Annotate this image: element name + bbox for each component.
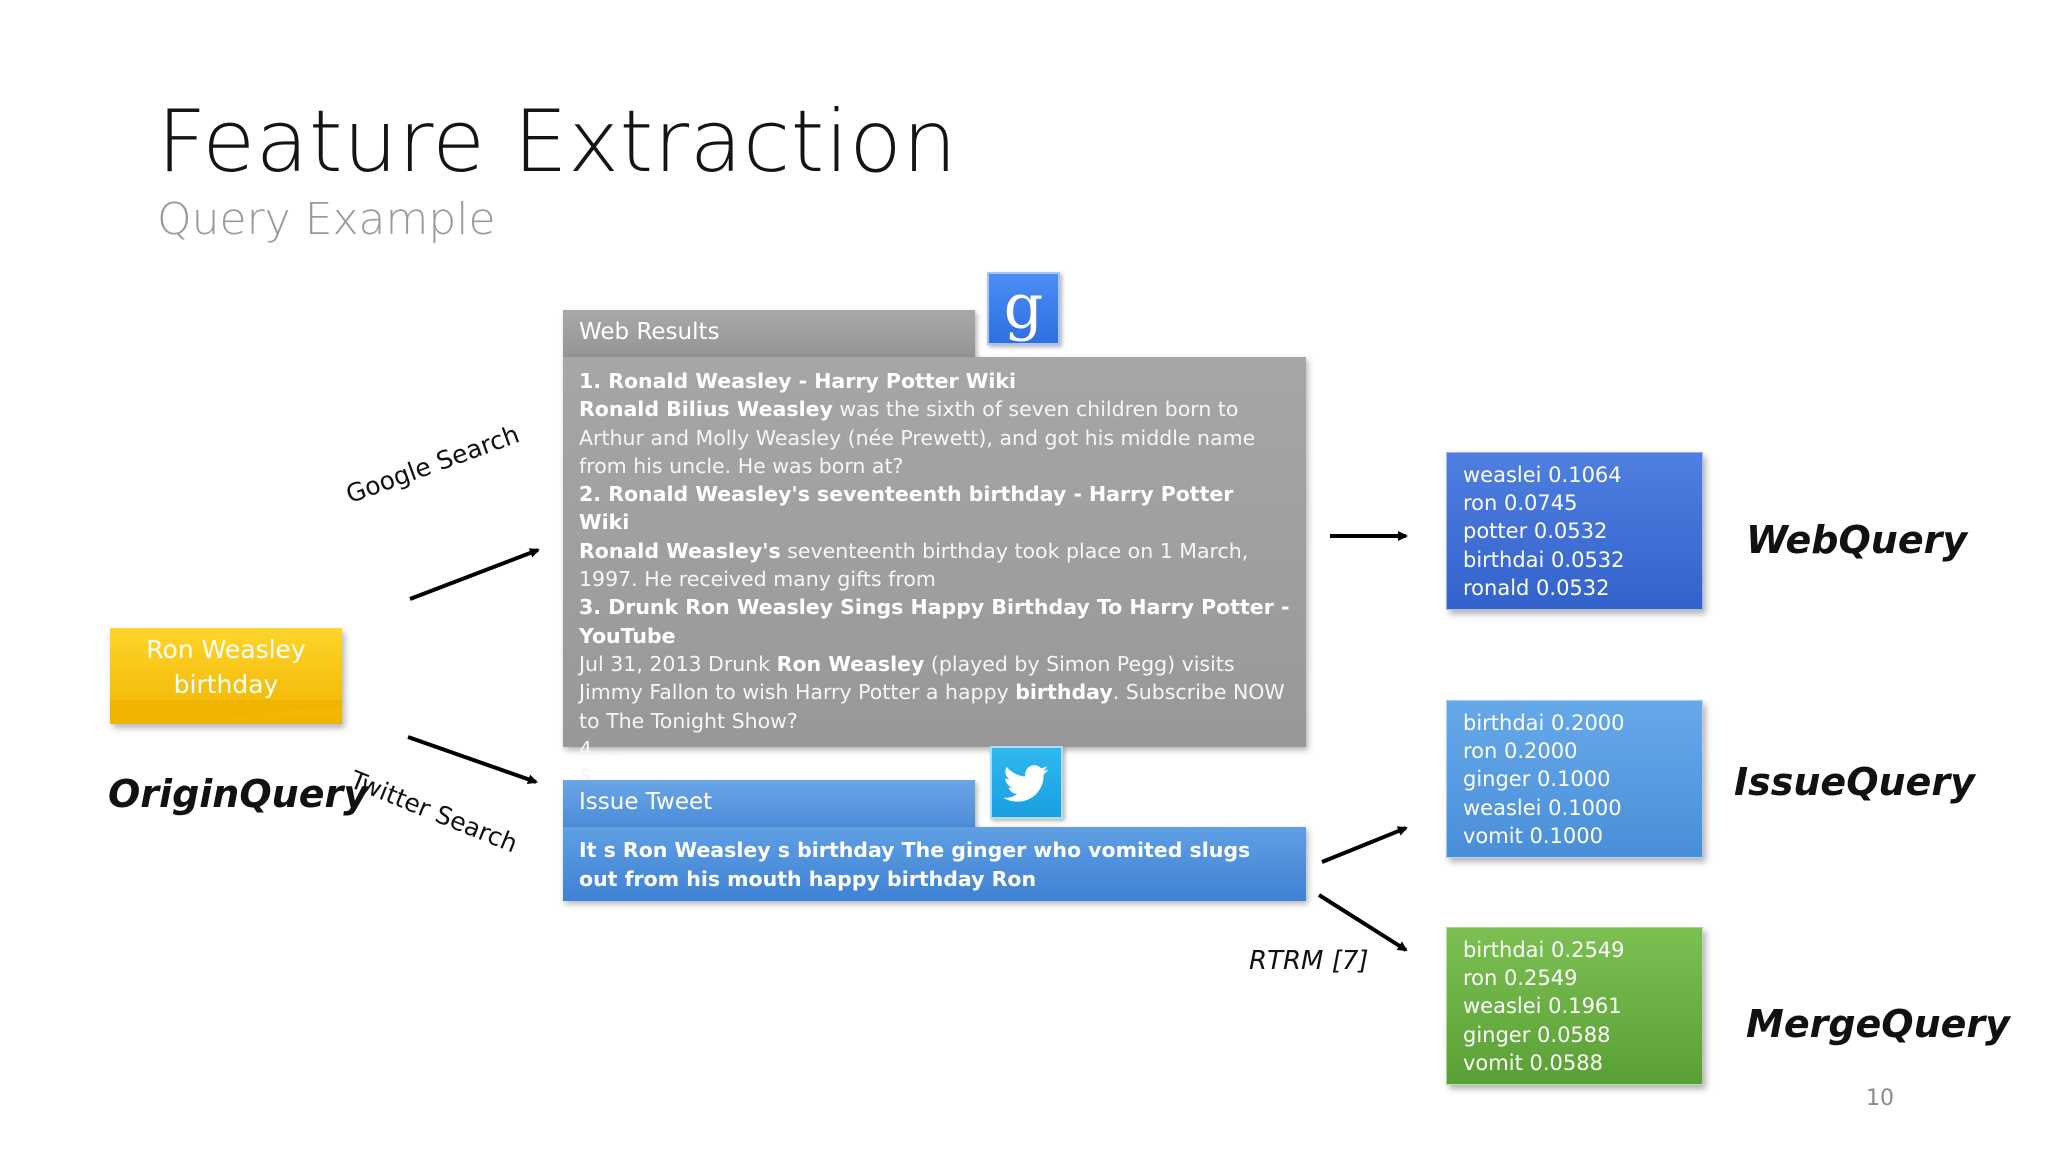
term-row: ron 0.2000 [1463,739,1578,764]
term-row: birthdai 0.2549 [1463,938,1625,962]
term-row: ronald 0.0532 [1463,575,1610,600]
web-result-2-text: seventeenth birthday took place on 1 Mar… [579,538,1249,592]
slide-title: Feature Extraction [157,92,958,192]
twitter-search-label: Twitter Search [346,765,522,859]
mergequery-label: MergeQuery [1746,1002,2010,1046]
mergequery-terms-box: birthdai 0.2549 ron 0.2549 weaslei 0.196… [1446,927,1703,1085]
web-results-body: 1. Ronald Weasley - Harry Potter Wiki Ro… [563,357,1306,789]
twitter-bird-icon [990,746,1063,819]
arrow-origin-to-tweet [407,735,538,785]
term-row: birthdai 0.2000 [1463,711,1625,735]
webquery-terms-box: weaslei 0.1064 ron 0.0745 potter 0.0532 … [1446,452,1703,610]
term-row: weaslei 0.1961 [1463,994,1622,1019]
slide-subtitle: Query Example [157,194,496,245]
webquery-label: WebQuery [1746,518,1968,562]
arrow-tweet-to-mergequery [1317,893,1408,952]
page-number: 10 [1866,1086,1894,1111]
google-search-label: Google Search [342,419,524,509]
term-row: ginger 0.0588 [1463,1022,1611,1047]
origin-query-line-1: Ron Weasley [146,635,306,664]
term-row: vomit 0.0588 [1463,1050,1603,1075]
web-result-1-lead: Ronald Bilius Weasley [579,397,833,422]
term-row: ginger 0.1000 [1463,767,1611,792]
issue-tweet-body: It s Ron Weasley s birthday The ginger w… [563,827,1306,901]
web-result-3: 3. Drunk Ron Weasley Sings Happy Birthda… [579,593,1290,734]
term-row: ron 0.2549 [1463,966,1578,991]
web-result-3-text-a: Jul 31, 2013 Drunk [579,651,777,676]
web-result-3-title: 3. Drunk Ron Weasley Sings Happy Birthda… [579,595,1290,648]
arrow-origin-to-web [409,548,540,601]
web-result-1-text: was the sixth of seven children born to … [579,397,1256,478]
issuequery-terms-box: birthdai 0.2000 ron 0.2000 ginger 0.1000… [1446,700,1703,858]
origin-query-label: OriginQuery [108,772,368,816]
term-row: vomit 0.1000 [1463,823,1603,848]
web-result-3-bold-a: Ron Weasley [776,651,925,676]
web-results-header: Web Results [563,310,975,360]
term-row: ron 0.0745 [1463,491,1578,516]
google-g-icon: g [987,272,1060,345]
web-result-3-text-c: . Subscribe NOW to The Tonight Show? [579,680,1285,733]
term-row: potter 0.0532 [1463,519,1608,544]
origin-query-line-2: birthday [173,670,279,699]
web-result-4: 4. ... [579,736,625,761]
term-row: weaslei 0.1000 [1463,795,1622,820]
web-result-3-text-b: (played by Simon Pegg) visits Jimmy Fall… [579,651,1235,705]
issuequery-label: IssueQuery [1734,760,1975,804]
arrow-tweet-to-issuequery [1321,826,1408,864]
term-row: weaslei 0.1064 [1463,463,1622,487]
note-curl-shape [110,700,342,724]
web-result-3-bold-b: birthday [1015,680,1113,705]
web-result-2-title: 2. Ronald Weasley's seventeenth birthday… [579,482,1234,535]
web-result-2: 2. Ronald Weasley's seventeenth birthday… [579,480,1290,593]
issue-tweet-header: Issue Tweet [563,780,975,830]
web-result-1: 1. Ronald Weasley - Harry Potter Wiki Ro… [579,367,1290,480]
web-result-2-lead: Ronald Weasley's [579,538,781,563]
rtrm-label: RTRM [7] [1249,946,1369,976]
web-result-1-title: 1. Ronald Weasley - Harry Potter Wiki [579,369,1017,393]
term-row: birthdai 0.0532 [1463,547,1625,572]
